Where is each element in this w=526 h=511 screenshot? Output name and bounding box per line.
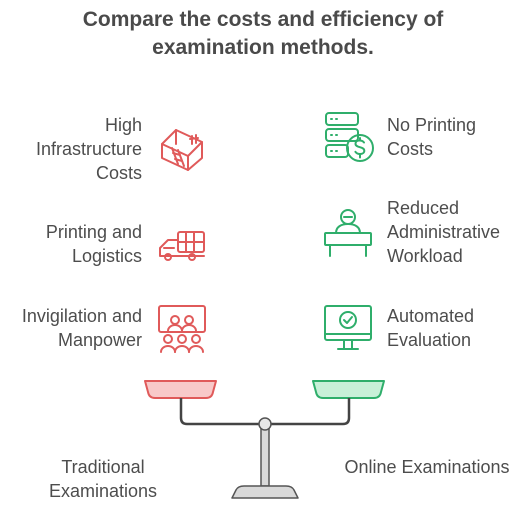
traditional-label-line-2: Examinations xyxy=(48,481,158,501)
person-desk-icon xyxy=(322,207,374,259)
title-line-2: examination methods. xyxy=(152,36,374,59)
traditional-item-printing: Printing and Logistics xyxy=(0,220,142,268)
traditional-item-infrastructure-line-3: Costs xyxy=(95,163,142,183)
traditional-item-invigilation: Invigilation and Manpower xyxy=(0,304,142,352)
traditional-item-infrastructure: High Infrastructure Costs xyxy=(0,113,142,185)
online-item-reduced-workload-line-2: Administrative xyxy=(387,222,501,242)
online-item-no-printing: No Printing Costs xyxy=(387,113,526,161)
right-pan xyxy=(312,380,385,399)
traditional-item-infrastructure-line-2: Infrastructure xyxy=(35,139,142,159)
online-item-reduced-workload-line-3: Workload xyxy=(387,246,463,266)
diagram-title: Compare the costs and efficiency of exam… xyxy=(0,6,526,62)
online-label-text: Online Examinations xyxy=(344,457,510,477)
title-line-1: Compare the costs and efficiency of xyxy=(82,8,444,31)
traditional-item-printing-line-2: Logistics xyxy=(71,246,142,266)
building-crane-icon xyxy=(156,122,208,174)
traditional-item-invigilation-line-1: Invigilation and xyxy=(21,306,142,326)
online-item-no-printing-line-1: No Printing xyxy=(387,115,477,135)
online-item-reduced-workload: Reduced Administrative Workload xyxy=(387,196,526,268)
truck-icon xyxy=(156,226,208,262)
online-item-reduced-workload-line-1: Reduced xyxy=(387,198,460,218)
classroom-people-icon xyxy=(156,303,208,355)
scale-base xyxy=(231,485,299,499)
scale-pivot xyxy=(258,417,272,431)
online-label: Online Examinations xyxy=(330,455,524,479)
traditional-item-invigilation-line-2: Manpower xyxy=(57,330,142,350)
online-item-no-printing-line-2: Costs xyxy=(387,139,434,159)
online-item-automated-evaluation-line-1: Automated xyxy=(387,306,475,326)
traditional-item-printing-line-1: Printing and xyxy=(45,222,142,242)
traditional-item-infrastructure-line-1: High xyxy=(104,115,142,135)
traditional-label-line-1: Traditional xyxy=(61,457,145,477)
server-dollar-icon xyxy=(322,110,378,164)
scale-pillar xyxy=(260,427,270,487)
traditional-label: Traditional Examinations xyxy=(28,455,178,503)
monitor-check-icon xyxy=(322,303,374,355)
online-item-automated-evaluation-line-2: Evaluation xyxy=(387,330,472,350)
left-pan xyxy=(144,380,217,399)
online-item-automated-evaluation: Automated Evaluation xyxy=(387,304,526,352)
